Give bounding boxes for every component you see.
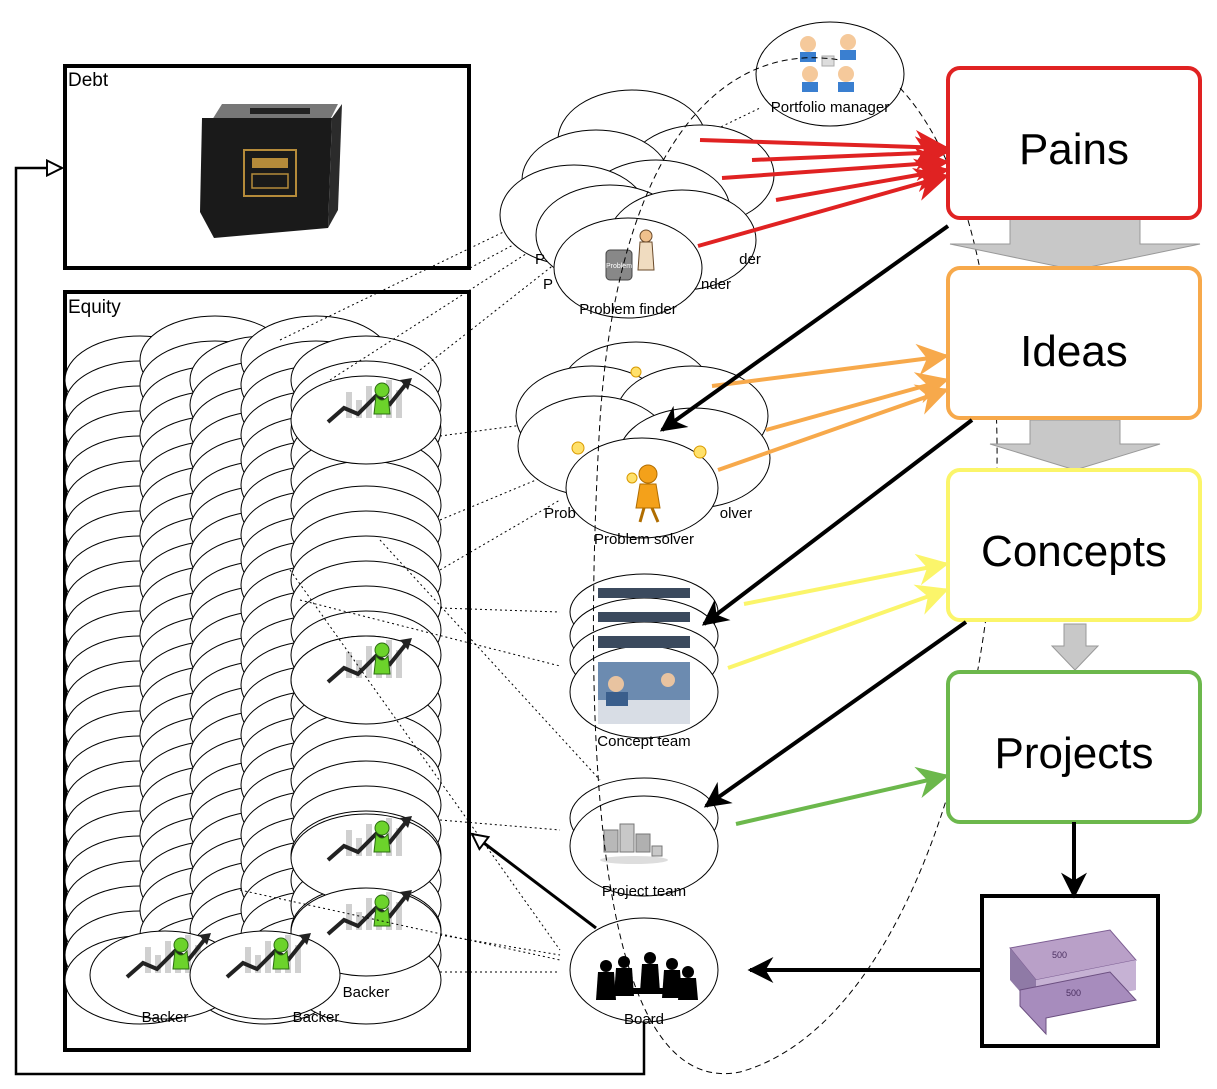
portfolio-manager-node: Portfolio manager <box>755 21 905 127</box>
board-label: Board <box>624 1011 664 1028</box>
problem-finder-icon: Problem <box>605 229 655 281</box>
money-box: 500 500 <box>980 894 1160 1048</box>
concept-team-stack: Concept team <box>569 573 719 750</box>
project-team-stack: Project team <box>569 777 719 900</box>
stage-projects: Projects <box>946 670 1202 824</box>
svg-text:olver: olver <box>720 505 753 522</box>
debt-label: Debt <box>68 70 109 91</box>
cash-box-icon <box>200 104 342 238</box>
team-photo-icon <box>598 662 690 724</box>
equity-label: Equity <box>68 297 121 318</box>
problem-solver-stack: Problem solver Prob olver <box>515 341 771 548</box>
robots-icon <box>600 823 668 864</box>
stage-pains-label: Pains <box>1019 125 1129 174</box>
stage-transition-arrows <box>949 217 1201 671</box>
svg-text:500: 500 <box>1052 950 1067 960</box>
svg-text:Problem: Problem <box>606 263 632 270</box>
portfolio-manager-label: Portfolio manager <box>771 99 889 116</box>
svg-text:P: P <box>543 276 553 293</box>
stage-projects-label: Projects <box>995 729 1154 778</box>
problem-finder-stack: Problem Problem finder P P der nder <box>499 89 775 319</box>
svg-text:500: 500 <box>1066 988 1081 998</box>
svg-text:nder: nder <box>701 276 731 293</box>
idea-arrows <box>711 343 950 472</box>
problem-solver-label: Problem solver <box>594 531 694 548</box>
project-team-label: Project team <box>602 883 686 900</box>
stage-concepts-label: Concepts <box>981 527 1167 576</box>
svg-text:Prob: Prob <box>544 505 576 522</box>
problem-solver-icon <box>571 366 707 523</box>
backer-label: Backer <box>343 984 390 1001</box>
managers-icon <box>800 34 856 92</box>
concept-arrows <box>727 553 950 670</box>
pain-arrows <box>697 130 950 248</box>
project-arrows <box>735 766 950 826</box>
problem-finder-label: Problem finder <box>579 301 677 318</box>
svg-text:der: der <box>739 251 761 268</box>
stage-ideas-label: Ideas <box>1020 327 1128 376</box>
board-node: Board <box>569 917 719 1028</box>
backer-label: Backer <box>142 1009 189 1026</box>
stage-pains: Pains <box>946 66 1202 220</box>
svg-text:P: P <box>535 251 545 268</box>
stage-ideas: Ideas <box>946 266 1202 420</box>
financing-arrows <box>14 168 646 1076</box>
board-meeting-icon <box>596 952 698 1000</box>
concept-team-label: Concept team <box>597 733 690 750</box>
stage-concepts: Concepts <box>946 468 1202 622</box>
money-stack-icon: 500 500 <box>1009 929 1137 1036</box>
debt-box: Debt <box>63 64 471 270</box>
handoff-arrows <box>659 224 1087 983</box>
backer-label: Backer <box>293 1009 340 1026</box>
